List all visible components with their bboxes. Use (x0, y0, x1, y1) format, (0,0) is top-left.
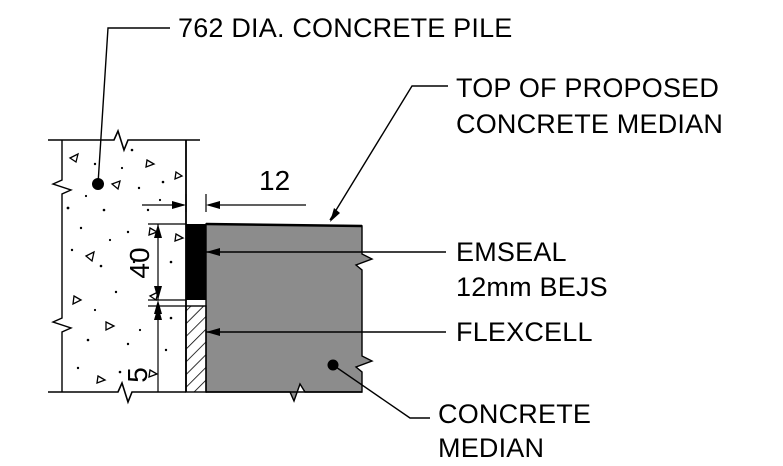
concrete-pile (48, 128, 200, 405)
label-flexcell: FLEXCELL (456, 317, 593, 347)
label-emseal-2: 12mm BEJS (456, 272, 608, 302)
concrete-median (205, 222, 374, 403)
label-concrete-median-2: MEDIAN (438, 433, 545, 463)
label-concrete-median-1: CONCRETE (438, 399, 592, 429)
dimension-bottom-gap (148, 300, 186, 392)
emseal-joint (186, 224, 206, 300)
leader-lines (97, 27, 448, 419)
label-top-proposed-2: CONCRETE MEDIAN (456, 109, 724, 139)
emseal-leader-arrowhead (206, 248, 220, 256)
dimension-text-bottom-gap: 5 (122, 367, 153, 383)
dimension-seal-depth (148, 223, 186, 301)
label-top-proposed-1: TOP OF PROPOSED (456, 73, 720, 103)
flexcell-filler (185, 305, 207, 393)
label-emseal-1: EMSEAL (456, 237, 567, 267)
dimension-gap-width (142, 194, 306, 212)
label-concrete-pile: 762 DIA. CONCRETE PILE (178, 13, 513, 43)
dimension-text-gap-width: 12 (259, 165, 291, 196)
top-leader-arrowhead (330, 208, 340, 222)
dimension-text-seal-depth: 40 (124, 247, 155, 279)
flexcell-leader-arrowhead (206, 328, 220, 336)
